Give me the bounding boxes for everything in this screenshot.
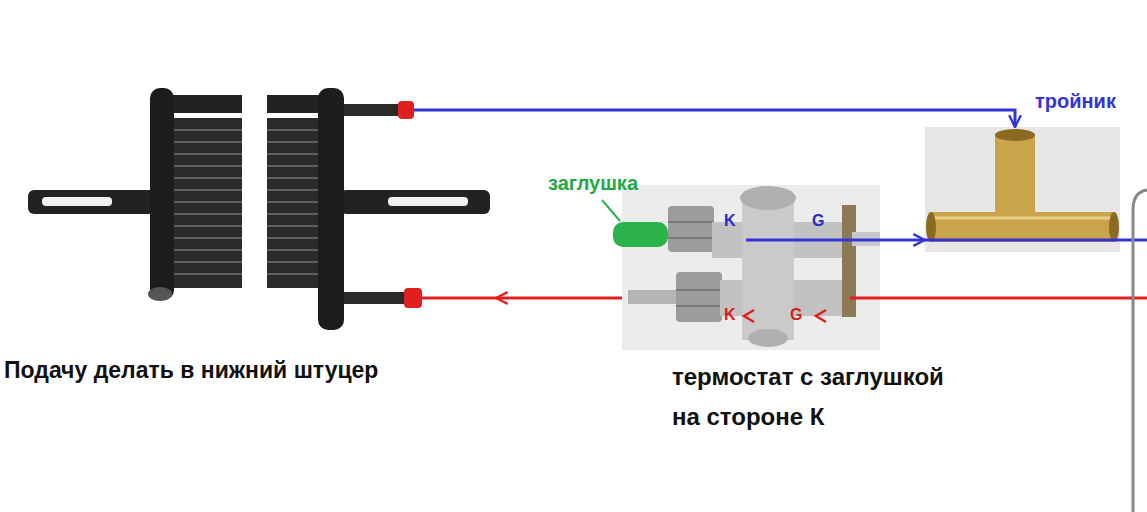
flow-arrow (816, 310, 826, 322)
flow-arrow (744, 310, 754, 322)
return-stub (422, 297, 496, 300)
supply-stub (414, 109, 496, 112)
hose-line (1133, 190, 1147, 512)
thermostat-photo (622, 185, 880, 350)
port-letter: G (790, 306, 802, 324)
port-letter: K (724, 212, 736, 230)
internal-flow-line (746, 239, 880, 242)
node-caption: тройник (1035, 89, 1116, 113)
plug-label: заглушка (548, 172, 638, 195)
return-line (850, 297, 1147, 300)
return-connector (496, 297, 622, 300)
supply-connector (880, 239, 925, 242)
node-caption: термостат с заглушкой на стороне К (672, 357, 967, 437)
port-letter: G (812, 212, 824, 230)
supply-connector (496, 110, 1015, 127)
port-letter: K (724, 306, 736, 324)
oil-cooler-right (267, 88, 490, 330)
node-caption: Подачу делать в нижний штуцер (4, 357, 378, 385)
tee-photo (925, 127, 1120, 252)
thermostat: термостат с заглушкой на стороне К (622, 185, 880, 350)
leader-line (602, 200, 620, 221)
plug (613, 222, 668, 247)
oil-cooler: Подачу делать в нижний штуцер (20, 65, 496, 335)
tee: тройник (925, 127, 1120, 252)
supply-line (925, 239, 1147, 242)
oil-cooler-left (28, 88, 242, 301)
